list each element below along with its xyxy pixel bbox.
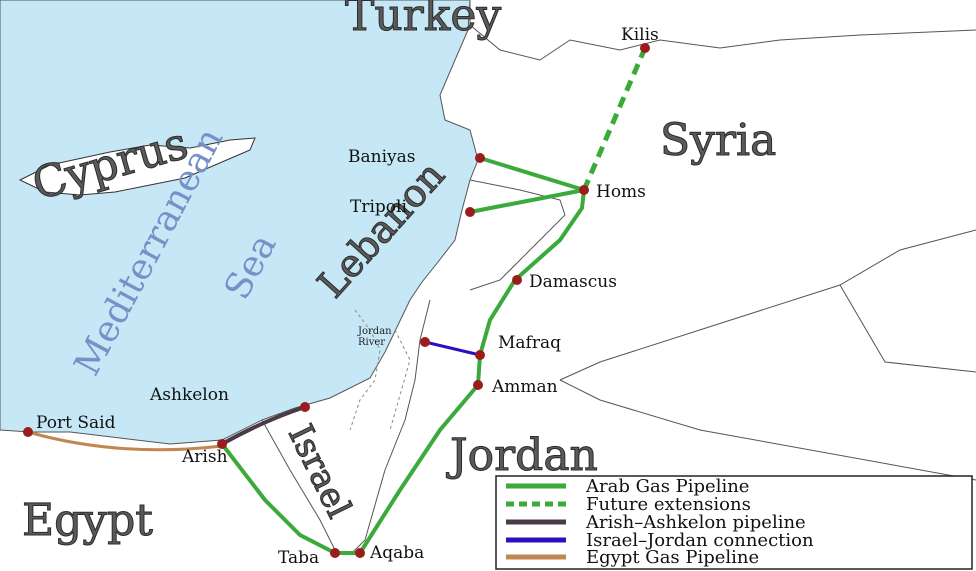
city-ashkelon: Ashkelon bbox=[149, 385, 229, 405]
city-aqaba: Aqaba bbox=[369, 543, 424, 563]
dot-port-said bbox=[23, 427, 33, 437]
dot-amman bbox=[473, 380, 483, 390]
dot-arish bbox=[217, 439, 227, 449]
label-turkey: Turkey bbox=[345, 0, 501, 41]
dot-tripoli bbox=[465, 207, 475, 217]
west-bank-boundaries bbox=[349, 309, 411, 431]
arish-ashkelon-pipeline bbox=[221, 405, 306, 446]
cyprus-island bbox=[18, 137, 256, 196]
city-tripoli: Tripoli bbox=[350, 197, 407, 217]
dot-damascus bbox=[512, 275, 522, 285]
river-label-line1: Jordan bbox=[357, 326, 392, 337]
city-homs: Homs bbox=[596, 182, 646, 202]
city-port-said: Port Said bbox=[36, 413, 116, 433]
label-israel: Israel bbox=[280, 418, 359, 524]
dot-homs bbox=[579, 185, 589, 195]
dot-ashkelon bbox=[300, 402, 310, 412]
legend-label-egypt: Egypt Gas Pipeline bbox=[586, 547, 759, 568]
future-extension-pipeline bbox=[581, 47, 648, 191]
israel-jordan-connection bbox=[424, 340, 481, 357]
city-mafraq: Mafraq bbox=[498, 333, 561, 353]
city-arish: Arish bbox=[181, 447, 228, 467]
egypt-gas-pipeline bbox=[27, 430, 223, 452]
dot-jordan-river bbox=[420, 337, 430, 347]
arab-gas-pipeline bbox=[220, 156, 586, 555]
legend-label-arab: Arab Gas Pipeline bbox=[585, 476, 749, 497]
legend-box bbox=[495, 475, 973, 570]
label-egypt: Egypt bbox=[22, 495, 153, 546]
label-syria: Syria bbox=[660, 115, 776, 166]
legend-label-future: Future extensions bbox=[586, 494, 751, 515]
dot-baniyas bbox=[475, 153, 485, 163]
legend-label-israel-jordan: Israel–Jordan connection bbox=[586, 530, 814, 551]
dot-taba bbox=[330, 548, 340, 558]
dot-aqaba bbox=[355, 548, 365, 558]
city-damascus: Damascus bbox=[529, 272, 617, 292]
legend-label-arish: Arish–Ashkelon pipeline bbox=[585, 512, 806, 533]
river-label-line2: River bbox=[358, 337, 385, 348]
label-jordan: Jordan bbox=[446, 430, 598, 481]
dot-mafraq bbox=[475, 350, 485, 360]
country-borders bbox=[261, 0, 976, 556]
dot-kilis bbox=[640, 43, 650, 53]
legend: Arab Gas Pipeline Future extensions Aris… bbox=[495, 475, 973, 570]
mediterranean-sea bbox=[0, 0, 479, 445]
city-dots bbox=[23, 43, 650, 558]
city-amman: Amman bbox=[491, 377, 558, 397]
city-kilis: Kilis bbox=[621, 25, 659, 45]
city-taba: Taba bbox=[278, 548, 319, 568]
city-baniyas: Baniyas bbox=[348, 147, 415, 167]
